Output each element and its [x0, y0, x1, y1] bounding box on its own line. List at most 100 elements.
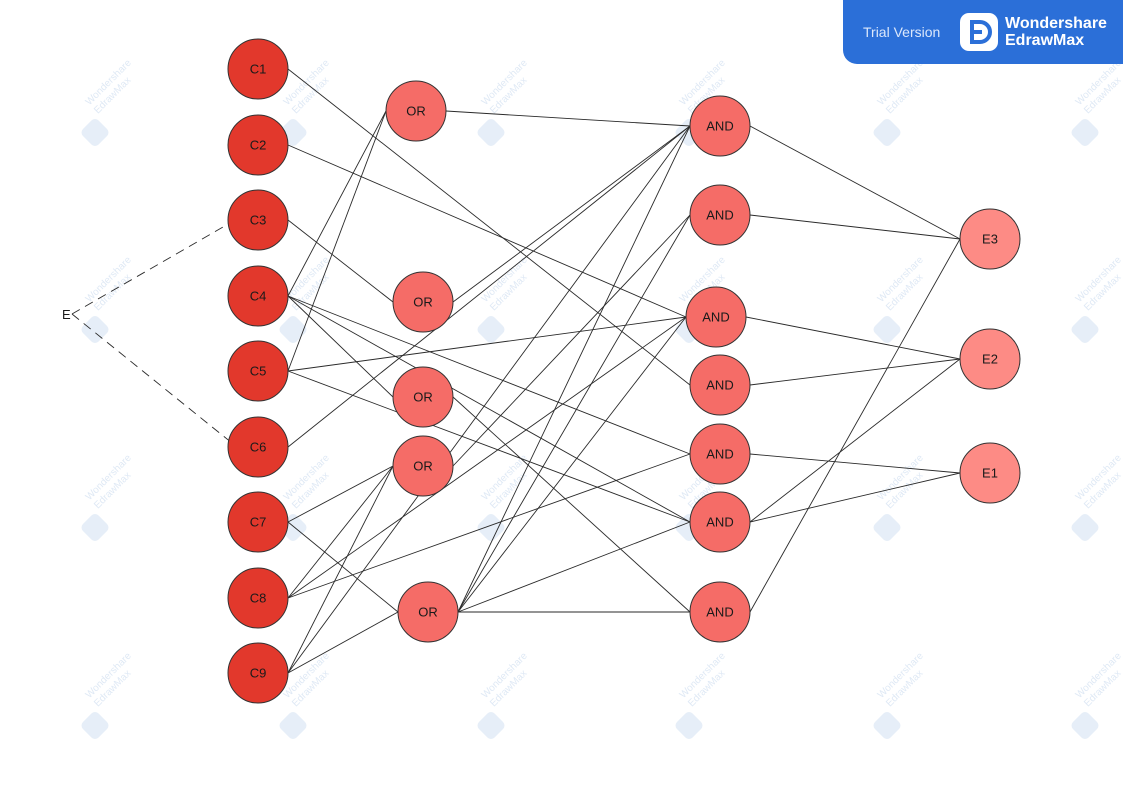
connector-line — [745, 316, 961, 360]
and-gate-1[interactable]: AND — [689, 95, 751, 157]
or-gate-3-label: OR — [413, 390, 433, 405]
connector-line — [287, 465, 394, 599]
cause-node-c9[interactable]: C9 — [227, 642, 289, 704]
effect-node-e3[interactable]: E3 — [959, 208, 1021, 270]
and-gate-1-label: AND — [706, 119, 733, 134]
connector-line — [457, 125, 691, 613]
connector-line — [287, 316, 687, 599]
effect-node-e1-label: E1 — [982, 466, 998, 481]
connector-line — [287, 611, 399, 674]
cause-node-c6[interactable]: C6 — [227, 416, 289, 478]
watermark-logo-icon — [1071, 119, 1099, 147]
cause-node-c2-label: C2 — [250, 138, 267, 153]
watermark-logo-icon — [675, 712, 703, 740]
cause-node-c5[interactable]: C5 — [227, 340, 289, 402]
watermark-logo-icon — [477, 712, 505, 740]
connector-layer — [71, 68, 961, 674]
and-gate-3-label: AND — [702, 310, 729, 325]
cause-node-c3-label: C3 — [250, 213, 267, 228]
and-gate-1-circle — [689, 95, 751, 157]
or-gate-3[interactable]: OR — [392, 366, 454, 428]
or-gate-2-label: OR — [413, 295, 433, 310]
connector-line — [287, 144, 687, 318]
watermark-logo-icon — [81, 119, 109, 147]
cause-node-c3[interactable]: C3 — [227, 189, 289, 251]
or-gate-5[interactable]: OR — [397, 581, 459, 643]
and-gate-3[interactable]: AND — [685, 286, 747, 348]
connector-line — [287, 110, 387, 372]
cause-node-c5-circle — [227, 340, 289, 402]
and-gate-2-label: AND — [706, 208, 733, 223]
connector-line — [457, 214, 691, 613]
and-gate-5-circle — [689, 423, 751, 485]
and-gate-2-circle — [689, 184, 751, 246]
connector-line — [287, 316, 687, 372]
connector-line — [457, 316, 687, 613]
connector-line — [287, 453, 691, 599]
or-gate-2[interactable]: OR — [392, 271, 454, 333]
cause-node-c1[interactable]: C1 — [227, 38, 289, 100]
and-gate-6-label: AND — [706, 515, 733, 530]
connector-line — [749, 472, 961, 523]
watermark-logo-icon — [477, 514, 505, 542]
and-gate-4-label: AND — [706, 378, 733, 393]
watermark-logo-icon — [873, 316, 901, 344]
and-gate-2[interactable]: AND — [689, 184, 751, 246]
cause-node-c9-circle — [227, 642, 289, 704]
cause-node-c8[interactable]: C8 — [227, 567, 289, 629]
and-gate-7[interactable]: AND — [689, 581, 751, 643]
connector-line — [749, 238, 961, 613]
cause-node-c5-label: C5 — [250, 364, 267, 379]
and-gate-6-circle — [689, 491, 751, 553]
effect-node-e1[interactable]: E1 — [959, 442, 1021, 504]
cause-node-c9-label: C9 — [250, 666, 267, 681]
watermark-logo-icon — [1071, 316, 1099, 344]
cause-node-c2-circle — [227, 114, 289, 176]
cause-node-c4-circle — [227, 265, 289, 327]
trial-banner[interactable]: Trial Version Wondershare EdrawMax — [843, 0, 1123, 64]
connector-line — [287, 110, 387, 297]
and-gate-5[interactable]: AND — [689, 423, 751, 485]
brand-name: Wondershare — [1005, 15, 1107, 32]
connector-line — [445, 110, 691, 127]
cause-node-c3-circle — [227, 189, 289, 251]
cause-node-c1-label: C1 — [250, 62, 267, 77]
and-gate-4[interactable]: AND — [689, 354, 751, 416]
or-gate-4[interactable]: OR — [392, 435, 454, 497]
watermark-logo-icon — [477, 119, 505, 147]
or-gate-1-circle — [385, 80, 447, 142]
and-gate-7-label: AND — [706, 605, 733, 620]
or-gate-2-circle — [392, 271, 454, 333]
and-gate-6[interactable]: AND — [689, 491, 751, 553]
connector-line — [452, 125, 691, 303]
connector-line — [452, 396, 691, 613]
or-gate-3-circle — [392, 366, 454, 428]
effect-node-e2[interactable]: E2 — [959, 328, 1021, 390]
cause-node-c7-circle — [227, 491, 289, 553]
or-gate-5-label: OR — [418, 605, 438, 620]
cause-node-c4[interactable]: C4 — [227, 265, 289, 327]
cause-node-c8-label: C8 — [250, 591, 267, 606]
effect-node-e3-label: E3 — [982, 232, 998, 247]
cause-node-c7-label: C7 — [250, 515, 267, 530]
cause-node-c4-label: C4 — [250, 289, 267, 304]
cause-node-c2[interactable]: C2 — [227, 114, 289, 176]
or-gate-1[interactable]: OR — [385, 80, 447, 142]
watermark-logo-icon — [873, 514, 901, 542]
cause-node-c7[interactable]: C7 — [227, 491, 289, 553]
and-gate-4-circle — [689, 354, 751, 416]
effect-node-e2-label: E2 — [982, 352, 998, 367]
